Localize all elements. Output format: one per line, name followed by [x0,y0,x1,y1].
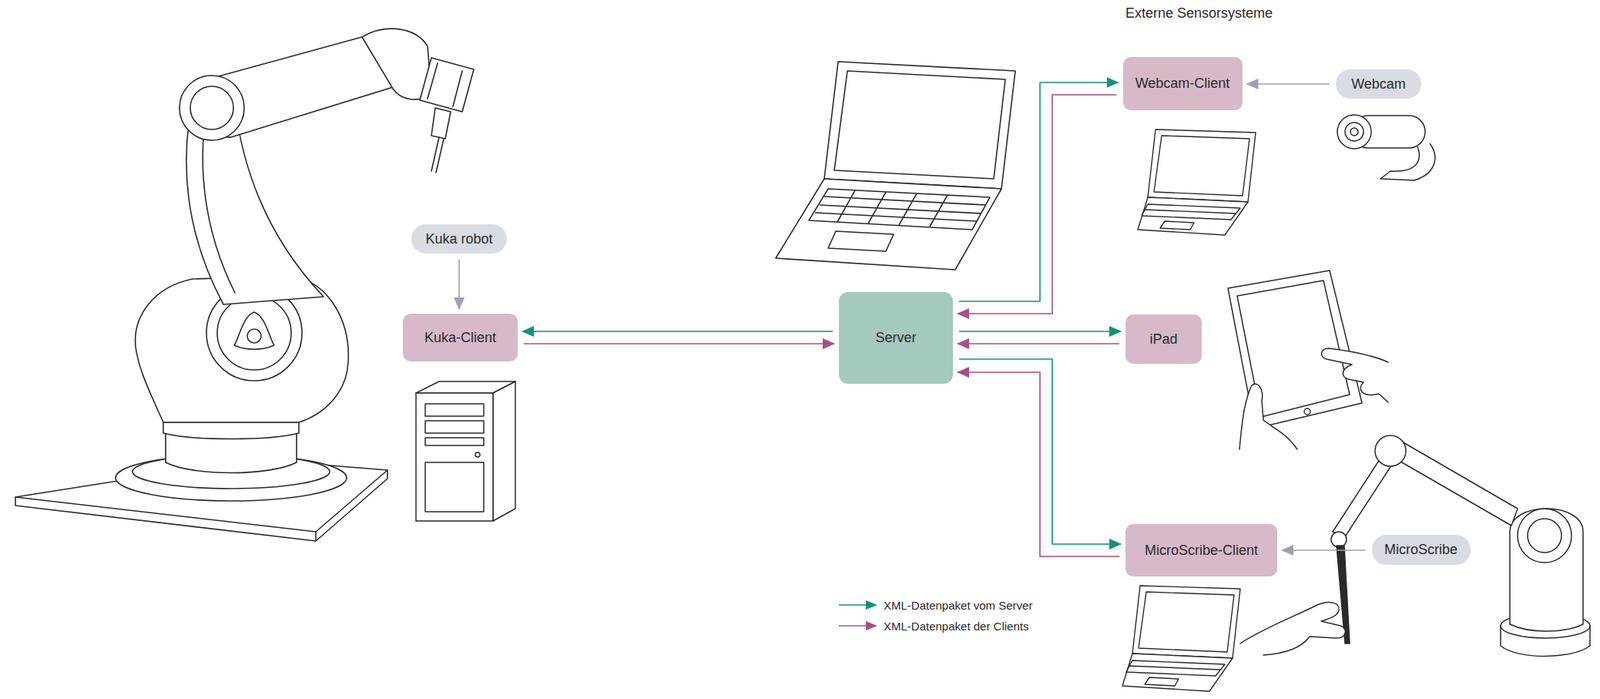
data-connector [458,259,460,309]
node-text: iPad [1149,331,1178,348]
laptop-illustration [1141,204,1241,220]
webcam-illustration [1337,114,1372,149]
server-box: Server [838,291,953,384]
robot-illustration [190,86,234,130]
robot-illustration [163,422,299,440]
client-box: Webcam-Client [1123,57,1243,111]
legend-sample [838,603,867,606]
laptop-illustration [815,190,987,227]
ipad-illustration [1321,348,1389,403]
node-text: MicroScribe [1384,541,1458,558]
robot-illustration [419,57,474,112]
node-text: Server [875,329,916,346]
laptop-illustration [1122,653,1233,691]
microscribe-illustration [1517,508,1572,563]
pc-tower-illustration [425,462,484,512]
laptop-illustration [1122,585,1241,691]
device-pill: Webcam [1335,69,1422,99]
legend-text: XML-Datenpaket der Clients [883,619,1029,633]
device-pill: Kuka robot [411,224,507,254]
node-text: Webcam-Client [1135,75,1231,92]
pc-tower-illustration [415,381,516,521]
ipad-illustration [1304,408,1311,415]
robot-illustration [431,107,451,139]
node-text: Webcam [1351,76,1406,93]
laptop-illustration [1132,585,1241,658]
robot-illustration [234,311,275,349]
webcam-illustration [1380,143,1436,181]
client-box: MicroScribe-Client [1125,523,1278,577]
robot-illustration [362,28,432,100]
robot-illustration [431,137,444,173]
pc-tower-illustration [425,437,484,446]
client-box: Kuka-Client [402,313,518,362]
ipad-illustration [1227,270,1389,450]
legend-sample [838,624,867,627]
microscribe-illustration [1527,518,1562,553]
robot-illustration [247,328,262,343]
robot-illustration [179,75,245,141]
microscribe-illustration [1240,435,1590,657]
pc-tower-illustration [415,392,494,521]
laptop-illustration [1144,677,1179,686]
pc-tower-illustration [425,403,484,416]
pc-tower-illustration [493,381,516,521]
laptop-illustration [1126,660,1225,676]
robot-illustration [217,295,292,370]
laptop-illustration [1137,197,1248,235]
laptop-illustration [834,70,1006,179]
data-connector [959,82,1119,302]
robot-illustration [15,28,474,541]
pc-tower-illustration [475,452,480,457]
laptop-illustration [1160,221,1195,230]
laptop-illustration [775,178,1002,270]
data-connector [957,372,1120,557]
data-connector [959,330,1121,333]
client-box: iPad [1125,314,1202,364]
laptop-illustration [1138,591,1235,652]
data-connector [957,342,1120,345]
webcam-illustration [1337,114,1436,181]
webcam-illustration [1345,122,1364,141]
pc-tower-illustration [425,420,484,433]
laptop-illustration [1147,129,1256,202]
microscribe-illustration [1331,531,1347,547]
legend-sample [865,600,878,610]
node-text: Kuka-Client [424,329,497,346]
device-pill: MicroScribe [1371,534,1471,565]
laptop-illustration [1137,129,1256,235]
legend-sample [838,600,878,631]
microscribe-illustration [1509,508,1584,631]
laptop-illustration [775,61,1016,270]
legend-text: XML-Datenpaket vom Server [883,598,1033,612]
laptop-illustration [1153,135,1250,196]
data-connector [523,342,835,345]
ipad-illustration [1239,383,1298,450]
laptop-illustration [824,61,1016,189]
node-text: MicroScribe-Client [1144,542,1258,559]
node-text: Kuka robot [425,231,493,248]
group-heading: Externe Sensorsysteme [1125,5,1273,22]
webcam-illustration [1350,127,1359,136]
laptop-illustration [808,188,990,230]
data-connector [957,94,1117,314]
data-connector [1281,549,1366,551]
laptop-illustration [828,231,894,252]
robot-illustration [427,63,463,107]
microscribe-illustration [1240,601,1346,655]
microscribe-illustration [1375,435,1406,467]
microscribe-illustration [1332,454,1396,538]
microscribe-illustration [1391,440,1518,526]
data-connector [522,330,833,333]
data-connector [1247,83,1331,85]
legend-sample [865,620,878,631]
robot-illustration [202,127,235,293]
